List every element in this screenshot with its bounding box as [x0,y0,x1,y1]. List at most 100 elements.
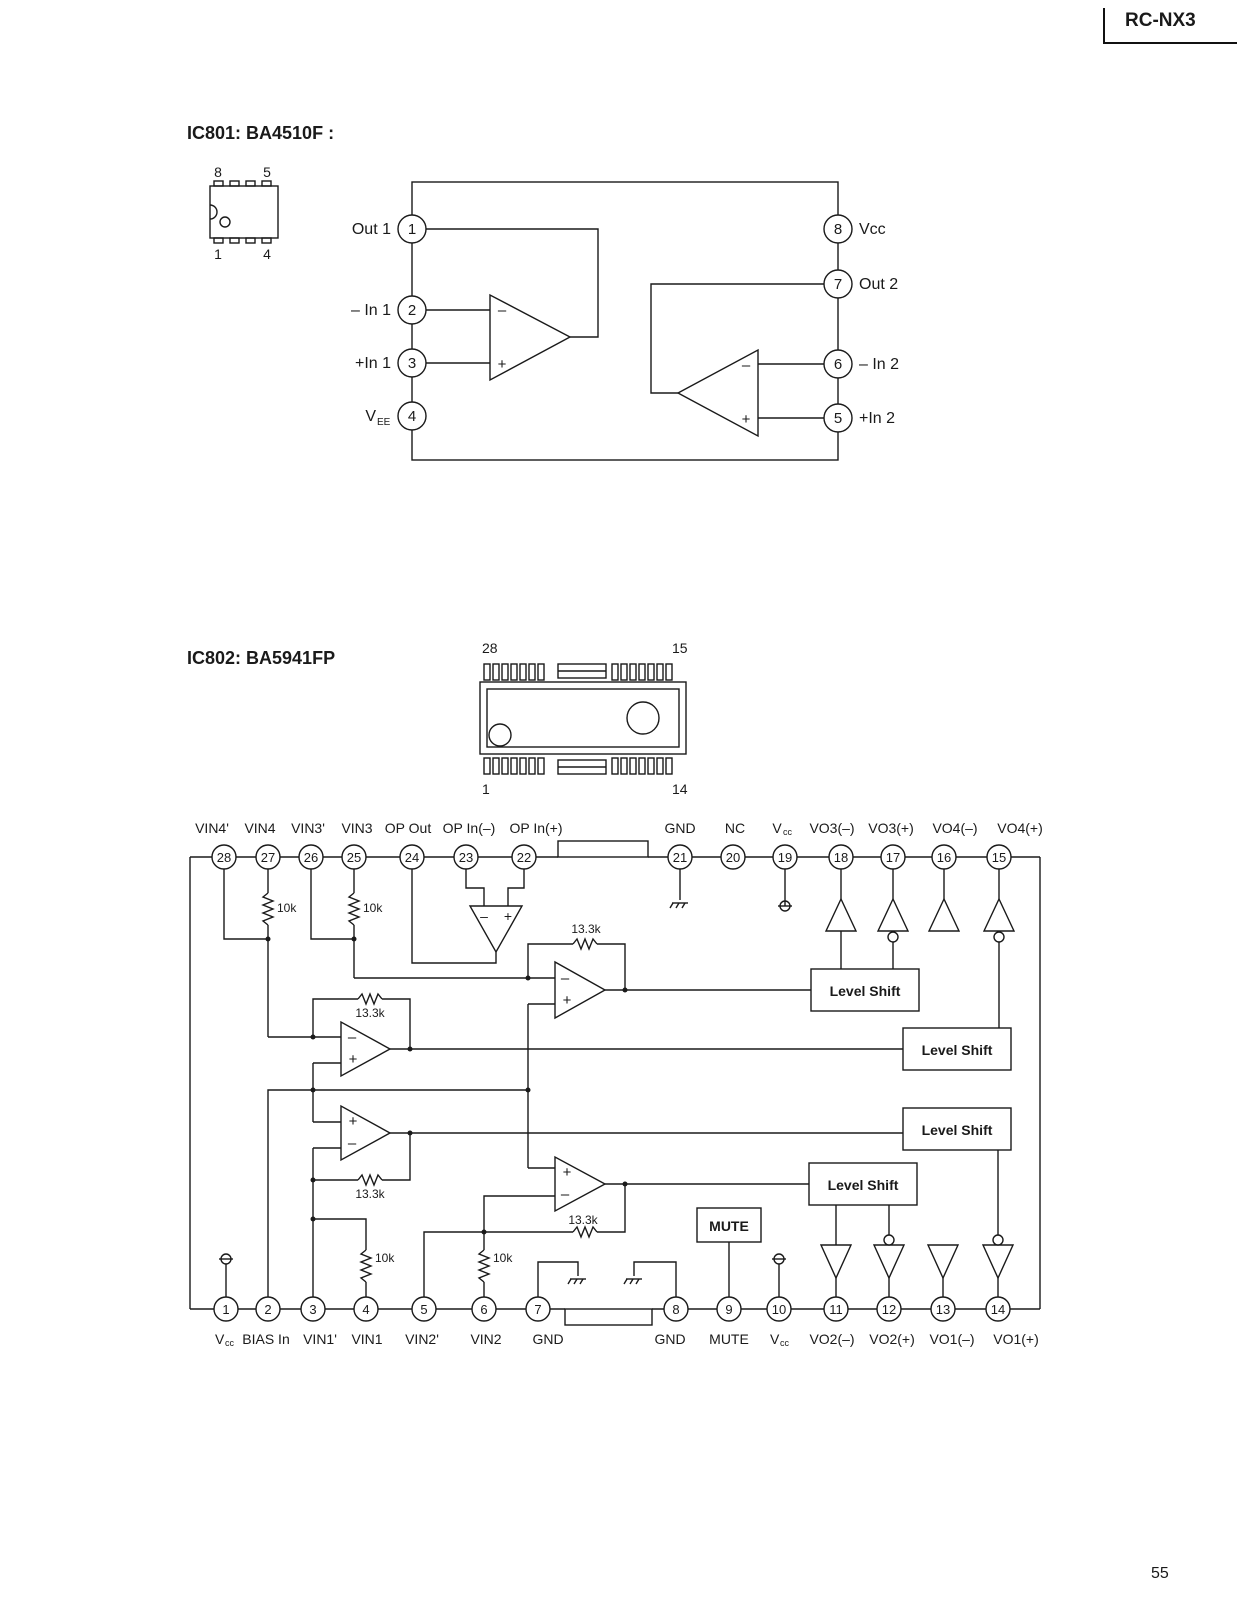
ic802-label-vo2-plus: VO2(+) [869,1331,915,1347]
ic801-pin-2: 2 [408,302,416,319]
ic802-top-pins: 28 27 26 25 24 23 22 21 20 19 18 17 16 1… [211,844,1012,870]
ic802-label-vin3: VIN3 [341,820,372,836]
ic802-pin-25: 25 [347,850,361,865]
ic802-label-vo4-plus: VO4(+) [997,820,1043,836]
ic802-amp-a [554,960,607,1020]
ic802-amp-d [554,1155,607,1213]
ic802-amp-b-plus: + [349,1051,358,1068]
ic802-resistor-fb-b [357,992,383,1006]
ic802-buffer-11 [819,1244,853,1280]
ic802-package: 28 15 1 14 [479,640,688,797]
ic802-pin-7: 7 [534,1302,541,1317]
ic802-buffer-18 [824,897,858,932]
ic802-pin-9: 9 [725,1302,732,1317]
ic802-pkg-label-14: 14 [672,781,688,797]
ic801-label-in1-minus: – In 1 [351,302,391,319]
ic801-pkg-label-1: 1 [214,246,222,262]
ic801-opamp-2 [676,348,759,438]
ic802-label-vo2-minus: VO2(–) [809,1331,854,1347]
ic802-resistor-fb-c [357,1173,383,1187]
ic801-label-in2-minus: – In 2 [859,356,899,373]
ic802-label-vcc-10-sub: cc [780,1338,790,1348]
ic802-bottom-labels: V cc BIAS In VIN1' VIN1 VIN2' VIN2 GND G… [215,1331,1039,1348]
ic802-gnd-8-icon [623,1278,643,1285]
ic802-pin-19: 19 [778,850,792,865]
ic802-amp-b-minus: – [348,1029,357,1046]
ic802-pin-1: 1 [222,1302,229,1317]
ic801-label-in2-plus: +In 2 [859,410,895,427]
ic802-aux-minus: – [480,908,488,924]
ic801-label-out2: Out 2 [859,276,898,293]
page-number: 55 [1151,1565,1169,1582]
ic802-label-vin2p: VIN2' [405,1331,439,1347]
ic802-pin-16: 16 [937,850,951,865]
ic802-level-shift-3 [902,1107,1012,1151]
ic802-pin-23: 23 [459,850,473,865]
model-tab-border [1103,8,1237,44]
ic801-label-vcc: Vcc [859,221,886,238]
ic802-pin-12: 12 [882,1302,896,1317]
ic801-label-vee: V [365,408,376,425]
ic802-amp-d-minus: – [561,1186,570,1203]
ic802-amp-c-plus: + [349,1113,358,1130]
ic801-label-in1-plus: +In 1 [355,355,391,372]
ic801-label-vee-sub: EE [377,417,391,428]
ic802-top-labels: VIN4' VIN4 VIN3' VIN3 OP Out OP In(–) OP… [195,820,1043,837]
ic802-gnd-7-icon [567,1278,587,1285]
ic802-label-vin1: VIN1 [351,1331,382,1347]
ic802-label-bias-in: BIAS In [242,1331,289,1347]
ic802-heading: IC802: BA5941FP [187,648,336,668]
ic802-level-shift-1-label: Level Shift [830,983,901,999]
ic802-fb-d-label: 13.3k [568,1213,598,1227]
ic802-buffer-15 [982,897,1016,932]
ic802-amp-c [340,1104,392,1162]
ic801-opamp2-plus: + [742,411,751,428]
ic802-r6-label: 10k [493,1251,513,1265]
ic801-heading: IC801: BA4510F : [187,123,335,143]
ic802-pin-27: 27 [261,850,275,865]
ic802-amp-a-minus: – [561,970,570,987]
ic802-label-vin3p: VIN3' [291,820,325,836]
ic802-level-shift-2-label: Level Shift [922,1042,993,1058]
ic802-pin-20: 20 [726,850,740,865]
ic801-pin-1: 1 [408,221,416,238]
ic801-package: 8 5 1 4 [209,164,279,262]
ic802-pin-28: 28 [217,850,231,865]
ic801-pin-6: 6 [834,356,842,373]
ic801-opamp-1 [489,293,572,382]
ic802-amp-b [340,1020,392,1078]
ic801-pin-8: 8 [834,221,842,238]
ic802-block-diagram: 10k 10k – + – + 13.3k – + [189,820,1043,1348]
ic802-label-vcc-19: V [772,820,782,836]
ic802-pkg-label-15: 15 [672,640,688,656]
ic802-pin-2: 2 [264,1302,271,1317]
ic802-label-op-out: OP Out [385,820,432,836]
ic802-fb-c-label: 13.3k [355,1187,385,1201]
ic802-label-vo3-minus: VO3(–) [809,820,854,836]
ic802-label-vin1p: VIN1' [303,1331,337,1347]
ic802-r25-label: 10k [363,901,383,915]
ic802-mute-box-label: MUTE [709,1218,749,1234]
ic802-label-vcc-10: V [770,1331,780,1347]
ic802-aux-plus: + [504,908,512,924]
ic802-label-op-in-plus: OP In(+) [509,820,562,836]
ic802-amp-a-plus: + [563,992,572,1009]
ic802-pkg-label-1: 1 [482,781,490,797]
ic802-level-shift-3-label: Level Shift [922,1122,993,1138]
ic802-gnd-21-icon [669,902,689,909]
ic802-level-shift-4 [808,1162,918,1206]
ic801-block-diagram: – + – + 1 2 3 4 8 7 6 5 Out 1 – In 1 +In… [351,181,899,461]
ic801-pin-3: 3 [408,355,416,372]
ic802-label-mute: MUTE [709,1331,749,1347]
ic802-pin-3: 3 [309,1302,316,1317]
ic802-label-nc: NC [725,820,745,836]
ic802-pin-22: 22 [517,850,531,865]
ic802-label-gnd-8: GND [654,1331,685,1347]
ic802-r4-label: 10k [375,1251,395,1265]
ic802-label-vin4: VIN4 [244,820,275,836]
ic802-level-shift-2 [902,1027,1012,1071]
ic802-label-op-in-minus: OP In(–) [443,820,496,836]
ic802-pin-6: 6 [480,1302,487,1317]
ic801-opamp1-plus: + [498,356,507,373]
ic802-resistor-r25 [347,892,361,926]
